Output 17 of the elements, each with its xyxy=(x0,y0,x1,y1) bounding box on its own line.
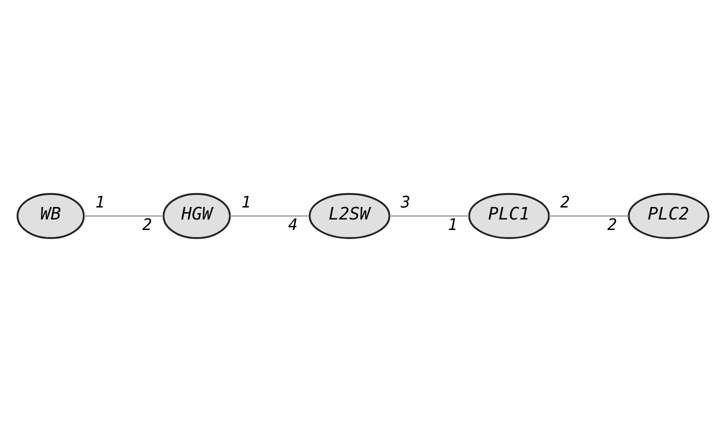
node-ellipse: L2SW xyxy=(308,193,390,239)
label: 1 xyxy=(448,215,458,234)
label: 2 xyxy=(607,215,618,234)
label: 1 xyxy=(241,192,251,212)
node-ellipse: PLC2 xyxy=(628,193,710,239)
label: 4 xyxy=(288,215,298,234)
connector xyxy=(230,215,310,217)
label: 3 xyxy=(400,192,410,212)
node-ellipse: WB xyxy=(16,193,85,239)
node-ellipse: PLC1 xyxy=(468,193,550,239)
connector xyxy=(390,215,469,217)
label: 2 xyxy=(142,215,152,234)
node-ellipse: HGW xyxy=(162,193,231,239)
connector xyxy=(84,215,164,217)
label: 1 xyxy=(95,192,105,212)
label: 2 xyxy=(560,192,570,212)
connector xyxy=(549,215,628,217)
